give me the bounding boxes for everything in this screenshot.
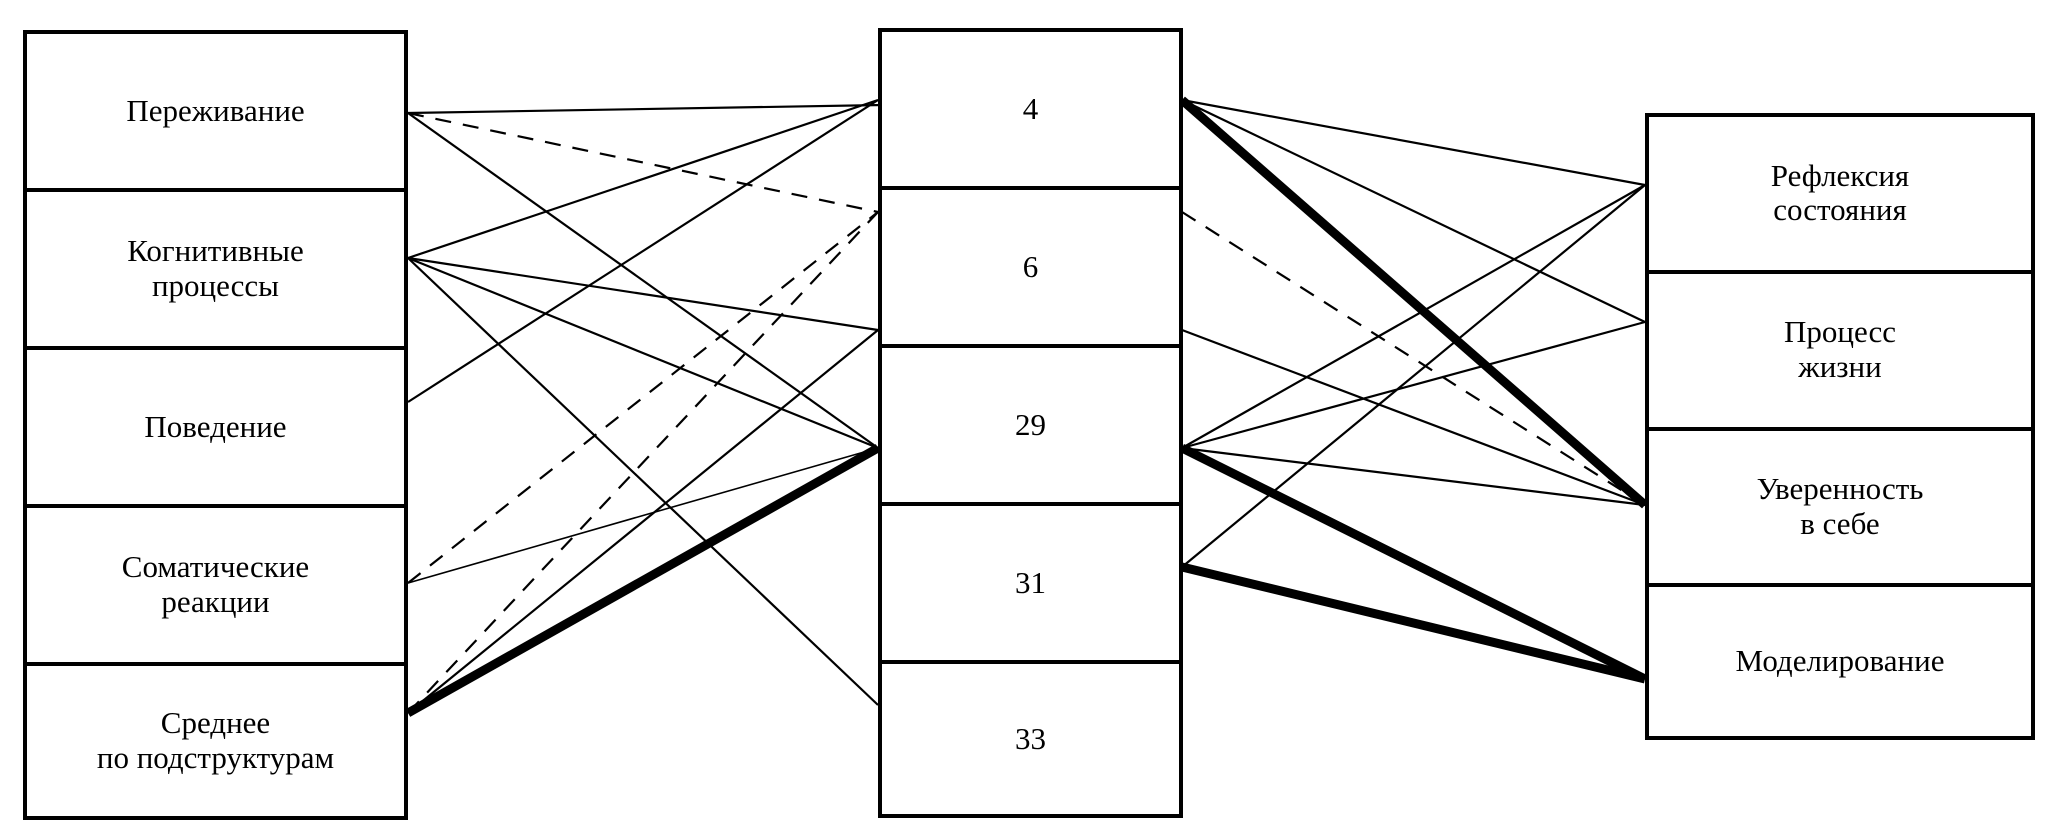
- node-label: Процесс жизни: [1783, 314, 1897, 385]
- node-label: 33: [1015, 720, 1046, 756]
- node-label: Рефлексия состояния: [1770, 157, 1910, 228]
- node-refleksiya-sostoyaniya[interactable]: Рефлексия состояния: [1645, 113, 2035, 270]
- connection-line: [407, 256, 879, 450]
- node-modelirovanie[interactable]: Моделирование: [1645, 583, 2035, 740]
- connection-line: [407, 211, 879, 584]
- node-somaticheskie-reakcii[interactable]: Соматические реакции: [23, 504, 408, 662]
- node-kognitivnye-processy[interactable]: Когнитивные процессы: [23, 188, 408, 346]
- node-label: Поведение: [144, 408, 287, 444]
- node-label: 29: [1015, 406, 1046, 442]
- connection-line: [1179, 96, 1648, 509]
- connection-line: [1180, 562, 1647, 684]
- connection-line: [1181, 98, 1646, 187]
- node-scale-31[interactable]: 31: [878, 502, 1183, 660]
- connection-line: [407, 447, 879, 584]
- node-label: 31: [1015, 564, 1046, 600]
- node-label: Соматические реакции: [121, 549, 310, 619]
- node-label: Моделирование: [1735, 643, 1945, 679]
- connection-line: [407, 329, 879, 714]
- connection-line: [1181, 328, 1646, 507]
- connection-line: [1181, 184, 1646, 568]
- connection-line: [407, 112, 879, 449]
- connection-line: [407, 256, 879, 332]
- node-process-zhizni[interactable]: Процесс жизни: [1645, 269, 2035, 427]
- right-column: Рефлексия состояния Процесс жизни Уверен…: [1645, 113, 2035, 740]
- connection-line: [1181, 99, 1646, 323]
- connection-line: [407, 211, 879, 714]
- node-povedenie[interactable]: Поведение: [23, 346, 408, 504]
- connection-line: [407, 98, 879, 260]
- node-srednee-po-podstrukturam[interactable]: Среднее по подструктурам: [23, 662, 408, 820]
- node-scale-6[interactable]: 6: [878, 186, 1183, 344]
- node-label: Переживание: [126, 92, 305, 128]
- connection-line: [407, 111, 879, 214]
- connection-line: [1181, 320, 1646, 450]
- connection-line: [405, 444, 881, 717]
- left-column: Переживание Когнитивные процессы Поведен…: [23, 30, 408, 820]
- connection-line: [1181, 211, 1646, 506]
- connection-line: [1181, 446, 1646, 507]
- node-label: Когнитивные процессы: [127, 233, 304, 303]
- node-label: Среднее по подструктурам: [96, 705, 335, 775]
- connection-line: [407, 99, 879, 403]
- node-scale-33[interactable]: 33: [878, 660, 1183, 818]
- node-scale-4[interactable]: 4: [878, 28, 1183, 186]
- node-label: 6: [1022, 248, 1039, 284]
- connection-line: [1179, 443, 1648, 684]
- node-scale-29[interactable]: 29: [878, 344, 1183, 502]
- node-label: 4: [1022, 90, 1039, 126]
- node-uverennost-v-sebe[interactable]: Уверенность в себе: [1645, 426, 2035, 584]
- node-label: Уверенность в себе: [1756, 471, 1924, 541]
- node-perezhivanie[interactable]: Переживание: [23, 30, 408, 188]
- middle-column: 4 6 29 31 33: [878, 28, 1183, 818]
- connection-line: [1181, 184, 1646, 449]
- connection-line: [407, 257, 879, 706]
